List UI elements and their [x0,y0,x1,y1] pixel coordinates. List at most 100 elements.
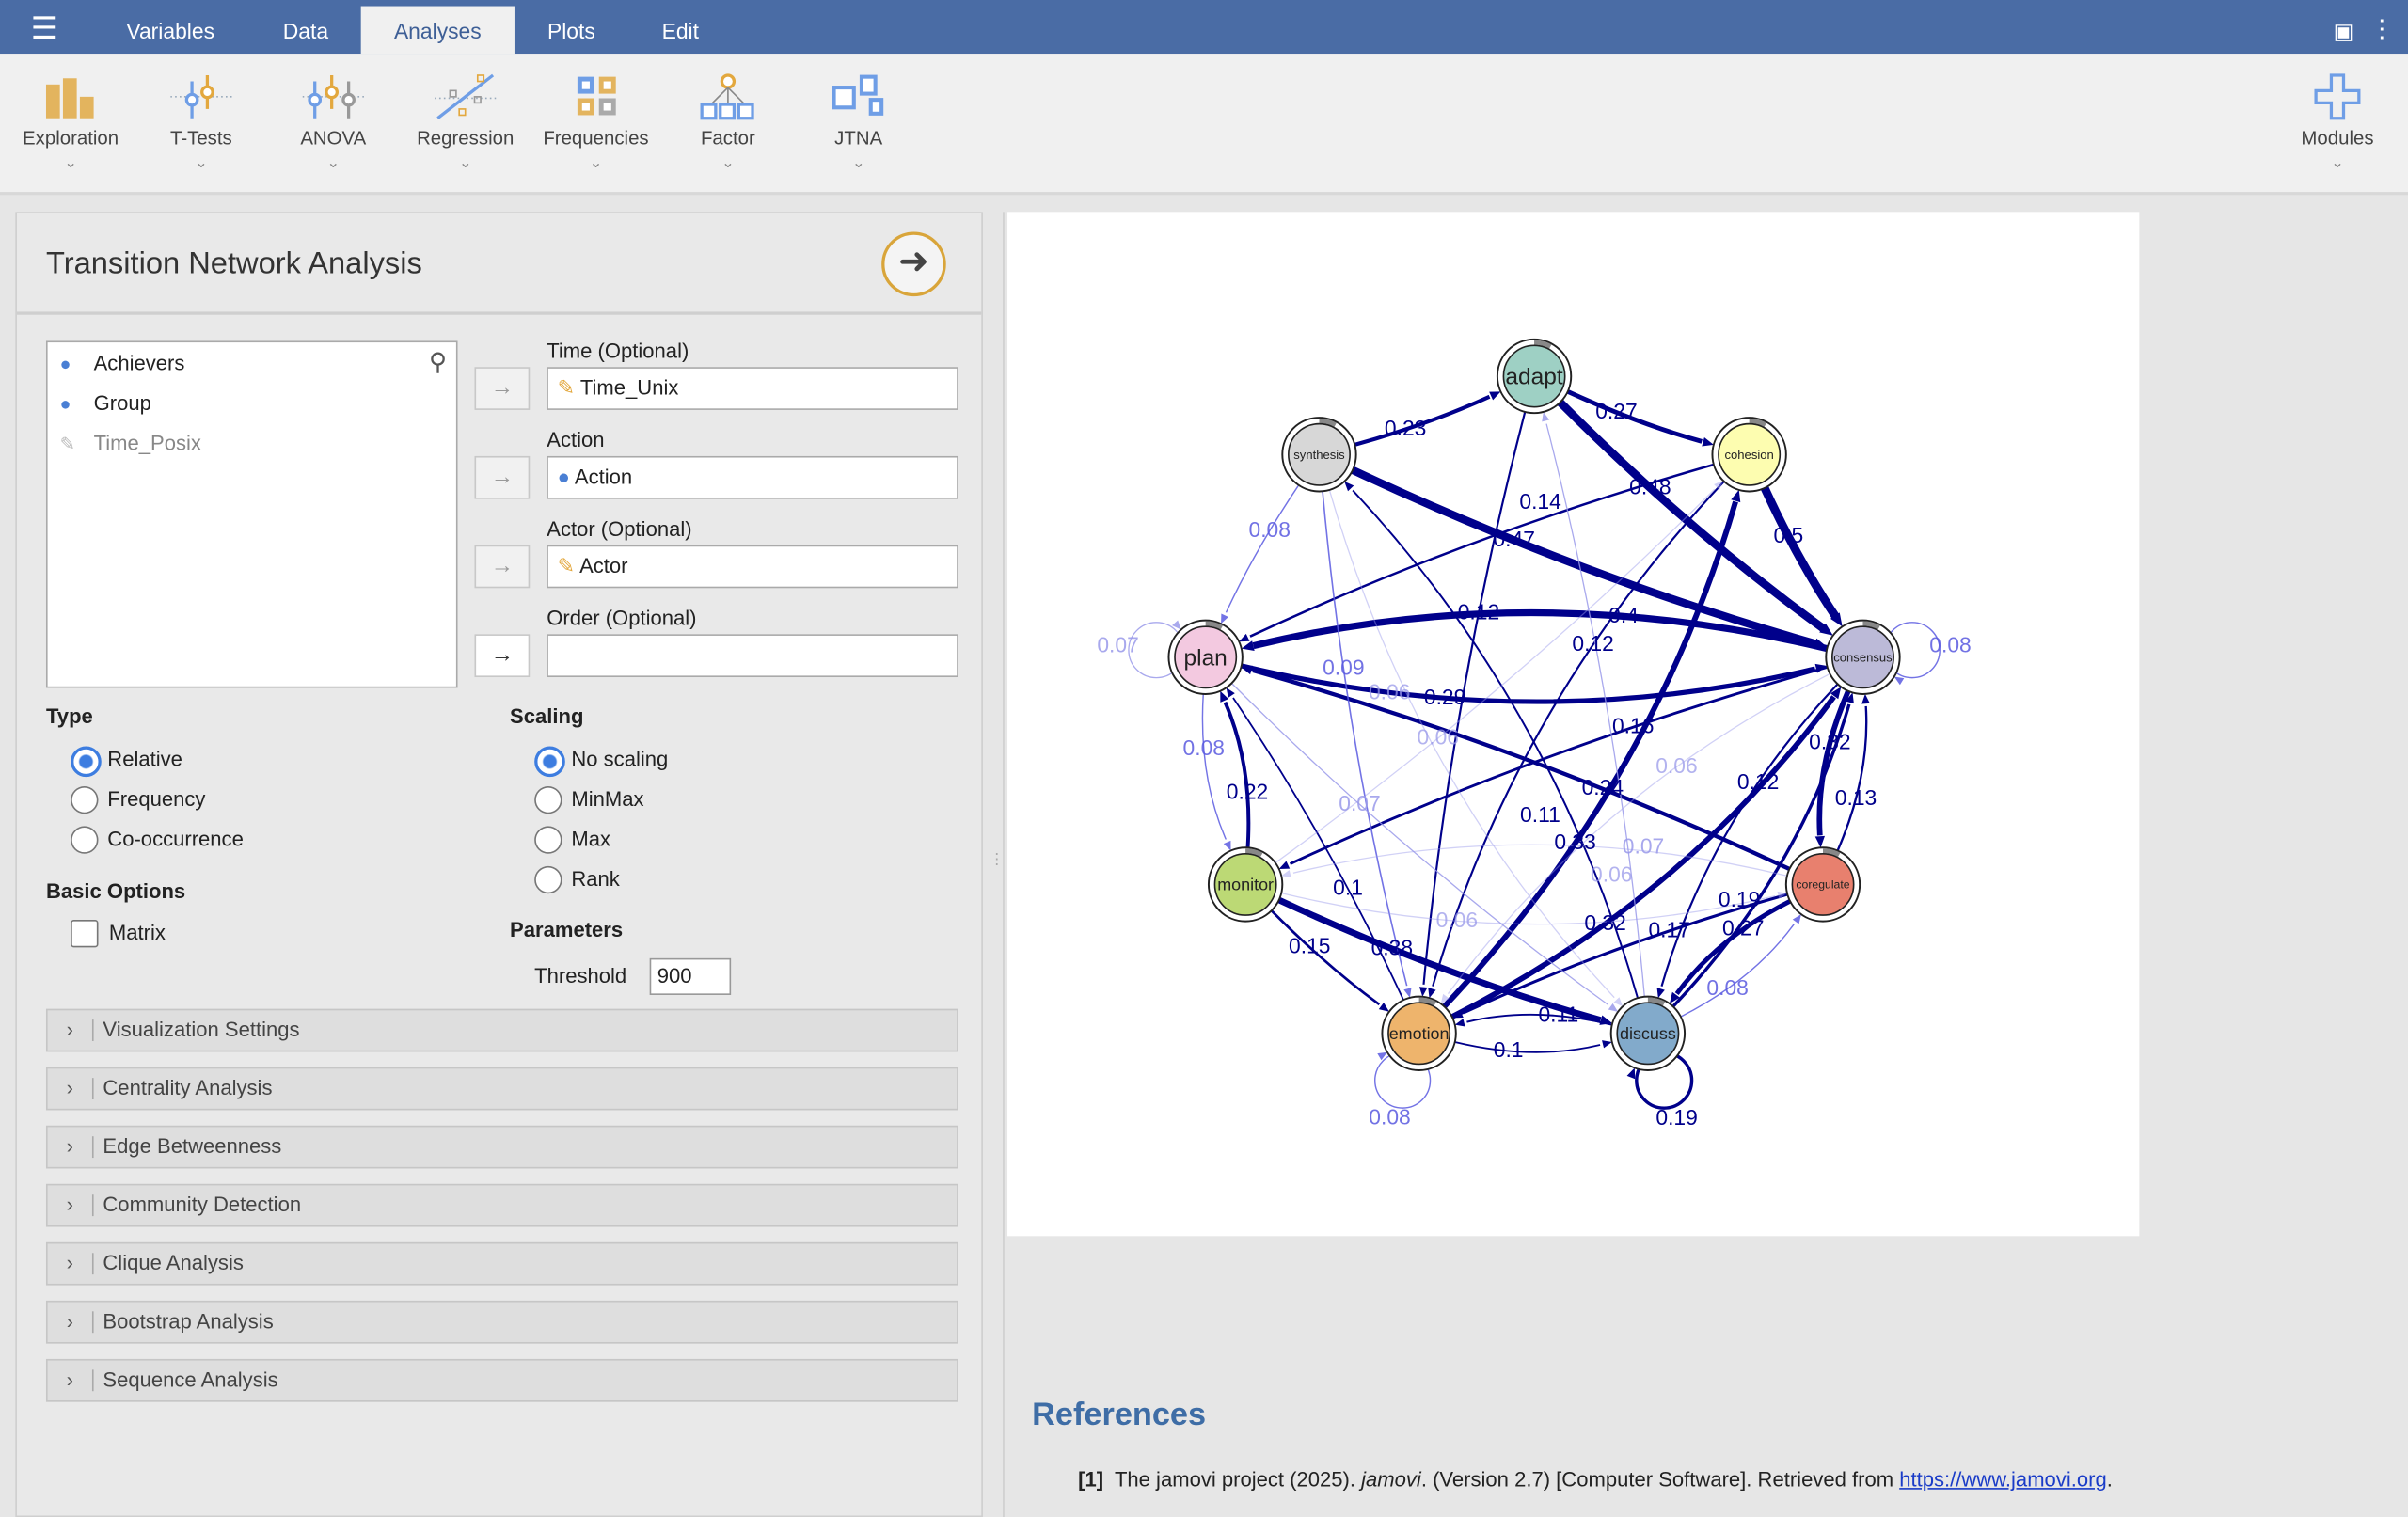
section-centrality-analysis[interactable]: ›Centrality Analysis [45,1067,958,1111]
arrowhead-icon [1777,891,1787,899]
arrowhead-icon [1814,835,1825,848]
node-coregulate[interactable]: coregulate [1784,846,1861,923]
run-arrow-button[interactable]: ➜ [881,231,946,297]
ribbon-t-tests[interactable]: T-Tests⌄ [140,72,263,172]
ribbon-anova[interactable]: ANOVA⌄ [272,72,395,172]
time-field[interactable]: ✎ Time_Unix [547,367,958,410]
nominal-icon: ● [557,465,570,489]
matrix-checkbox[interactable] [71,919,99,948]
edge-line [1241,663,1816,704]
edge-cohesion-plan [1239,463,1715,642]
nominal-icon: ● [59,353,71,375]
node-cohesion[interactable]: cohesion [1711,417,1787,493]
action-field[interactable]: ● Action [547,455,958,499]
scaling-rank-radio[interactable]: Rank [534,864,620,895]
panel-resize-handle[interactable]: ⋮ [989,852,1005,870]
tab-edit[interactable]: Edit [661,18,699,43]
node-emotion[interactable]: emotion [1381,995,1457,1071]
move-to-action-button[interactable]: → [474,455,531,499]
node-adapt[interactable]: adapt [1496,338,1573,415]
variable-list[interactable]: ⚲ ●Achievers ●Group ✎Time_Posix [45,340,458,688]
tab-variables[interactable]: Variables [126,18,215,43]
section-edge-betweenness[interactable]: ›Edge Betweenness [45,1125,958,1169]
type-cooccurrence-radio[interactable]: Co-occurrence [71,825,244,856]
node-monitor[interactable]: monitor [1207,846,1284,923]
threshold-input[interactable]: 900 [649,957,732,995]
actor-value: Actor [579,554,628,577]
variable-name: Time_Posix [93,431,201,455]
edge-consensus-monitor [1278,665,1829,870]
section-visualization-settings[interactable]: ›Visualization Settings [45,1008,958,1052]
edge-synthesis-emotion [1322,491,1412,998]
jamovi-link[interactable]: https://www.jamovi.org [1899,1467,2107,1492]
analysis-options-panel: Transition Network Analysis ➜ ⚲ ●Achieve… [15,212,983,1517]
variable-achievers[interactable]: ●Achievers [60,349,185,380]
variable-group[interactable]: ●Group [60,388,151,419]
edge-line [1292,844,1788,877]
ribbon-jtna[interactable]: JTNA⌄ [797,72,920,172]
node-consensus[interactable]: consensus [1825,619,1901,695]
node-plan[interactable]: plan [1167,619,1244,695]
arrowhead-icon [1830,612,1843,627]
arrowhead-icon [1223,840,1231,851]
order-field[interactable] [547,634,958,678]
scaling-max-radio[interactable]: Max [534,825,610,856]
actor-field[interactable]: ✎ Actor [547,545,958,589]
type-frequency-radio[interactable]: Frequency [71,784,205,815]
edge-weight-label: 0.24 [1582,775,1624,799]
edge-weight-label: 0.11 [1538,1003,1578,1027]
ribbon-regression[interactable]: Regression⌄ [404,72,527,172]
edge-line [1680,924,1795,1018]
ribbon-modules[interactable]: Modules⌄ [2276,72,2400,172]
move-to-order-button[interactable]: → [474,634,531,678]
tab-analyses[interactable]: Analyses [360,6,515,55]
nodes: adapt cohesion consensus coregulate discuss e… [1167,338,1901,1071]
node-pie-arc [1647,997,1666,1006]
type-relative-radio[interactable]: Relative [71,745,182,778]
edge-discuss-coregulate [1680,914,1801,1018]
action-label: Action [547,428,605,452]
section-bootstrap-analysis[interactable]: ›Bootstrap Analysis [45,1300,958,1344]
scaling-minmax-radio[interactable]: MinMax [534,784,644,815]
search-icon[interactable]: ⚲ [428,350,448,377]
hamburger-icon[interactable]: ☰ [30,12,58,46]
tab-plots[interactable]: Plots [547,18,595,43]
node-pie-arc [1244,848,1263,858]
edge-weight-label: 0.48 [1629,474,1671,498]
arrowhead-icon [1702,436,1714,447]
chevron-down-icon: ⌄ [458,154,472,172]
move-to-actor-button[interactable]: → [474,545,531,589]
chevron-right-icon: › [48,1077,94,1100]
edge-weight-label: 0.09 [1323,655,1364,679]
edge-weight-label: 0.08 [1929,632,1971,656]
ribbon-frequencies[interactable]: Frequencies⌄ [534,72,657,172]
edge-weight-label: 0.14 [1519,489,1561,514]
section-clique-analysis[interactable]: ›Clique Analysis [45,1241,958,1286]
more-options-icon[interactable]: ⋮ [2369,16,2395,43]
scaling-none-radio[interactable]: No scaling [534,745,668,778]
node-label: coregulate [1796,878,1849,892]
edge-line [1201,693,1227,840]
panel-title: Transition Network Analysis [45,246,422,281]
section-label: Clique Analysis [103,1251,244,1275]
move-to-time-button[interactable]: → [474,367,531,410]
edge-line [1322,491,1408,987]
node-pie-arc [1749,418,1767,427]
ribbon-exploration[interactable]: Exploration⌄ [9,72,133,172]
collapse-panel-icon[interactable]: ▣ [2333,18,2354,43]
section-community-detection[interactable]: ›Community Detection [45,1183,958,1227]
ribbon-factor[interactable]: Factor⌄ [667,72,790,172]
node-synthesis[interactable]: synthesis [1281,417,1357,493]
section-sequence-analysis[interactable]: ›Sequence Analysis [45,1358,958,1402]
arrowhead-icon [1278,861,1291,870]
edge-weight-label: 0.32 [1809,729,1850,753]
edge-weight-label: 0.29 [1424,685,1465,709]
edge-weight-label: 0.13 [1835,785,1877,810]
edge-line [1281,892,1776,925]
tab-data[interactable]: Data [282,18,329,43]
edge-line [1463,893,1788,1015]
ribbon-label: JTNA [834,127,883,150]
node-discuss[interactable]: discuss [1609,995,1687,1071]
variable-time-posix[interactable]: ✎Time_Posix [60,429,201,460]
edge-weight-label: 0.08 [1369,1105,1410,1130]
